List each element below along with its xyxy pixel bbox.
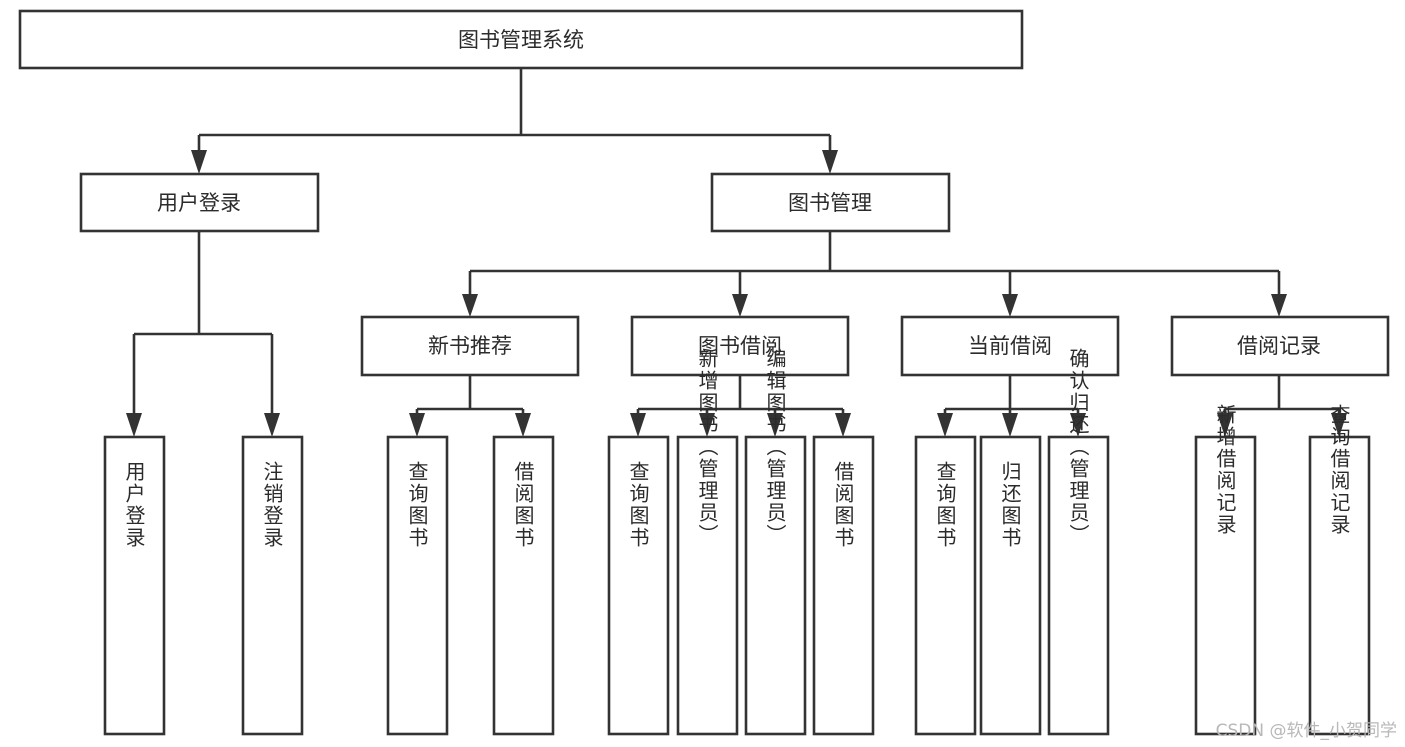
node-book-management-label: 图书管理 [788,191,872,215]
node-new-book-recommend-box[interactable] [360,315,580,377]
leaf-node-query-book-new-box[interactable] [386,435,449,736]
arrow-head-leaf-13 [1331,413,1347,437]
arrow-head-leaf-5 [630,413,646,437]
arrow-head-newbook [462,294,478,317]
leaf-node-confirm-return-admin-box[interactable] [1047,435,1110,736]
node-current-borrow[interactable]: 当前借阅 [900,315,1120,377]
node-root[interactable]: 图书管理系统 [18,9,1024,70]
node-current-borrow-box[interactable] [900,315,1120,377]
arrow-head-leaf-4 [515,413,531,437]
leaf-node-add-borrow-record[interactable]: 新增借阅记录 [1194,404,1257,736]
leaf-node-logout-box[interactable] [241,435,304,736]
leaf-node-query-book-borrow[interactable]: 查询图书 [607,435,670,736]
leaf-node-add-book-admin-label: 新增图书（管理员） [695,348,719,546]
arrow-head-leaf-11 [1070,413,1086,437]
leaf-node-add-borrow-record-label: 新增借阅记录 [1213,404,1237,536]
arrow-head-record [1271,294,1287,317]
node-user-login-box[interactable] [79,172,320,233]
arrow-head-leaf-10 [1002,413,1018,437]
leaf-node-query-borrow-record-box[interactable] [1308,435,1371,736]
arrow-head-leaf-8 [835,413,851,437]
node-root-box[interactable] [18,9,1024,70]
node-current-borrow-label: 当前借阅 [968,334,1052,358]
leaf-node-user-login[interactable]: 用户登录 [103,435,166,736]
node-book-management-box[interactable] [710,172,951,233]
leaf-node-query-book-current[interactable]: 查询图书 [914,435,977,736]
arrow-head-borrow [732,294,748,317]
arrow-head-leaf-7 [767,413,783,437]
node-book-borrow-label: 图书借阅 [698,334,782,358]
arrow-head-current [1002,294,1018,317]
leaf-node-return-book-label: 归还图书 [998,461,1022,549]
node-user-login-label: 用户登录 [157,191,241,215]
leaf-node-borrow-book-box[interactable] [812,435,875,736]
arrow-head-user-login [191,150,207,174]
node-borrow-record-box[interactable] [1170,315,1390,377]
leaf-node-query-book-current-box[interactable] [914,435,977,736]
leaf-node-edit-book-admin[interactable]: 编辑图书（管理员） [744,348,807,736]
leaf-node-confirm-return-admin-label: 确认归还（管理员） [1066,348,1090,546]
node-book-management[interactable]: 图书管理 [710,172,951,233]
leaf-node-borrow-book[interactable]: 借阅图书 [812,435,875,736]
csdn-watermark: CSDN @软件_小贺同学 [1215,721,1397,741]
leaf-node-query-book-new[interactable]: 查询图书 [386,435,449,736]
node-book-borrow-box[interactable] [630,315,850,377]
leaf-node-edit-book-admin-label: 编辑图书（管理员） [763,348,787,546]
arrow-head-leaf-1 [126,413,142,437]
arrow-head-book-mgmt [822,150,838,174]
arrow-head-leaf-6 [699,413,715,437]
leaf-node-query-book-current-label: 查询图书 [933,461,957,549]
leaf-node-return-book-box[interactable] [979,435,1042,736]
node-borrow-record-label: 借阅记录 [1237,334,1321,358]
leaf-node-logout[interactable]: 注销登录 [241,435,304,736]
leaf-node-query-book-borrow-label: 查询图书 [626,461,650,549]
leaf-node-add-book-admin-box[interactable] [676,435,739,736]
leaf-node-logout-label: 注销登录 [260,461,284,549]
leaf-node-user-login-label: 用户登录 [122,461,146,549]
node-new-book-recommend-label: 新书推荐 [428,334,512,358]
leaf-node-borrow-book-new-box[interactable] [492,435,555,736]
leaf-node-add-book-admin[interactable]: 新增图书（管理员） [676,348,739,736]
node-root-label: 图书管理系统 [458,28,584,52]
leaf-node-borrow-book-label: 借阅图书 [831,461,855,549]
arrow-head-leaf-12 [1217,413,1233,437]
node-book-borrow[interactable]: 图书借阅 [630,315,850,377]
leaf-node-add-borrow-record-box[interactable] [1194,435,1257,736]
leaf-node-query-book-borrow-box[interactable] [607,435,670,736]
leaf-node-return-book[interactable]: 归还图书 [979,435,1042,736]
leaf-node-edit-book-admin-box[interactable] [744,435,807,736]
node-borrow-record[interactable]: 借阅记录 [1170,315,1390,377]
arrow-head-leaf-3 [409,413,425,437]
connector-layer [126,68,1347,437]
leaf-node-query-borrow-record-label: 查询借阅记录 [1327,404,1351,536]
leaf-node-borrow-book-new[interactable]: 借阅图书 [492,435,555,736]
leaf-node-query-borrow-record[interactable]: 查询借阅记录 [1308,404,1371,736]
node-new-book-recommend[interactable]: 新书推荐 [360,315,580,377]
arrow-head-leaf-9 [937,413,953,437]
leaf-node-confirm-return-admin[interactable]: 确认归还（管理员） [1047,348,1110,736]
leaf-node-user-login-box[interactable] [103,435,166,736]
arrow-head-leaf-2 [264,413,280,437]
leaf-node-borrow-book-new-label: 借阅图书 [511,461,535,549]
leaf-node-query-book-new-label: 查询图书 [405,461,429,549]
node-user-login[interactable]: 用户登录 [79,172,320,233]
